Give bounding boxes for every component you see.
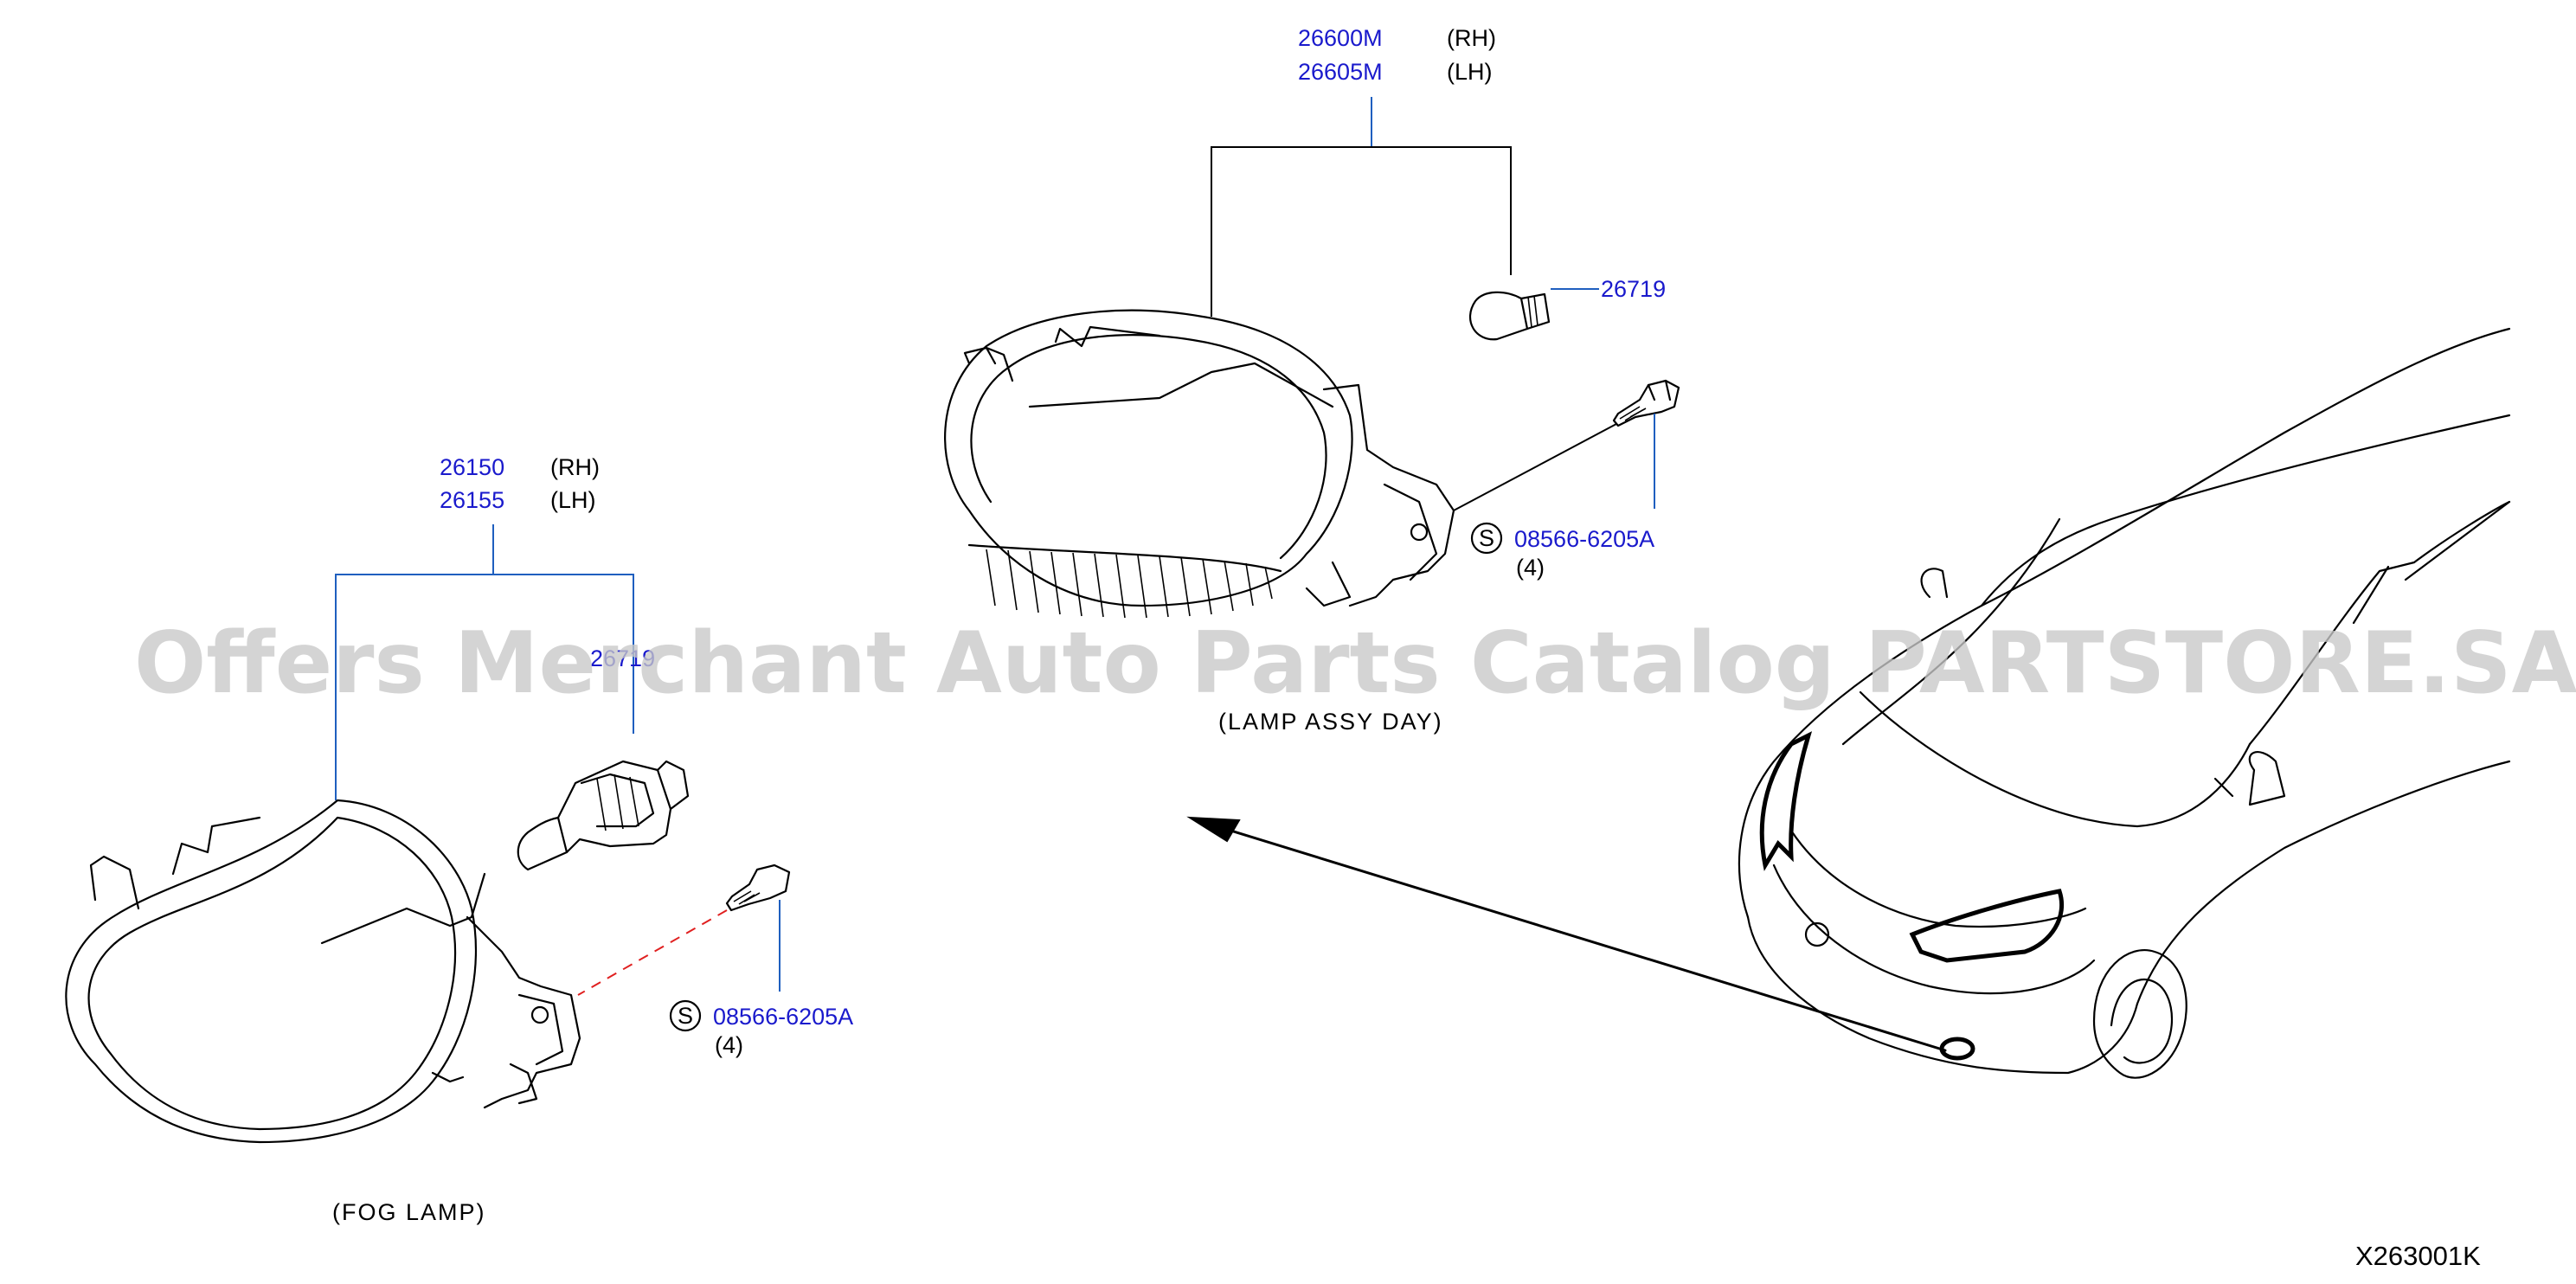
day-lamp-part-rh[interactable]: 26600M — [1298, 25, 1383, 51]
day-lamp-screw-mark: S — [1479, 525, 1494, 551]
day-lamp-side-rh: (RH) — [1447, 25, 1496, 51]
fog-lamp-screw-mark: S — [678, 1003, 693, 1029]
day-lamp-part-lh[interactable]: 26605M — [1298, 59, 1383, 85]
watermark-text: Offers Merchant Auto Parts Catalog PARTS… — [134, 614, 2576, 713]
fog-lamp-bulb-part[interactable]: 26719 — [590, 645, 655, 671]
fog-lamp-screw-icon[interactable] — [725, 863, 791, 912]
fog-lamp-housing — [65, 799, 581, 1144]
fog-lamp-side-rh: (RH) — [550, 454, 600, 480]
day-lamp-bulb-icon[interactable] — [1469, 291, 1551, 341]
day-lamp-bracket — [1211, 146, 1512, 317]
day-lamp-side-lh: (LH) — [1447, 59, 1493, 85]
fog-lamp-screw-qty: (4) — [715, 1032, 743, 1058]
fog-lamp-screw-part[interactable]: 08566-6205A — [713, 1004, 853, 1030]
day-lamp-bulb-part[interactable]: 26719 — [1601, 276, 1666, 302]
figure-id: X263001K — [2355, 1241, 2481, 1271]
fog-lamp-assembly[interactable]: 26150 (RH) 26155 (LH) 26719 — [65, 454, 853, 1225]
fog-lamp-screw-guide — [577, 909, 728, 996]
vehicle-outline — [1738, 327, 2511, 1079]
day-lamp-caption: (LAMP ASSY DAY) — [1218, 709, 1443, 735]
day-lamp-screw-qty: (4) — [1516, 555, 1545, 581]
fog-lamp-caption: (FOG LAMP) — [332, 1199, 486, 1225]
day-lamp-housing — [944, 309, 1455, 619]
fog-lamp-side-lh: (LH) — [550, 487, 596, 513]
fog-lamp-screw-s-badge — [669, 999, 702, 1032]
fog-lamp-bracket — [335, 574, 634, 800]
locator-arrow — [1186, 816, 1947, 1052]
day-lamp-screw-s-badge — [1470, 522, 1503, 555]
fog-lamp-part-lh[interactable]: 26155 — [440, 487, 504, 513]
day-lamp-screw-icon[interactable] — [1612, 379, 1680, 427]
fog-lamp-bulb-icon[interactable] — [517, 760, 690, 871]
day-lamp-screw-guide — [1453, 423, 1617, 511]
day-lamp-assembly[interactable]: 26600M (RH) 26605M (LH) — [944, 25, 1680, 735]
day-lamp-screw-part[interactable]: 08566-6205A — [1514, 526, 1654, 552]
fog-lamp-part-rh[interactable]: 26150 — [440, 454, 504, 480]
